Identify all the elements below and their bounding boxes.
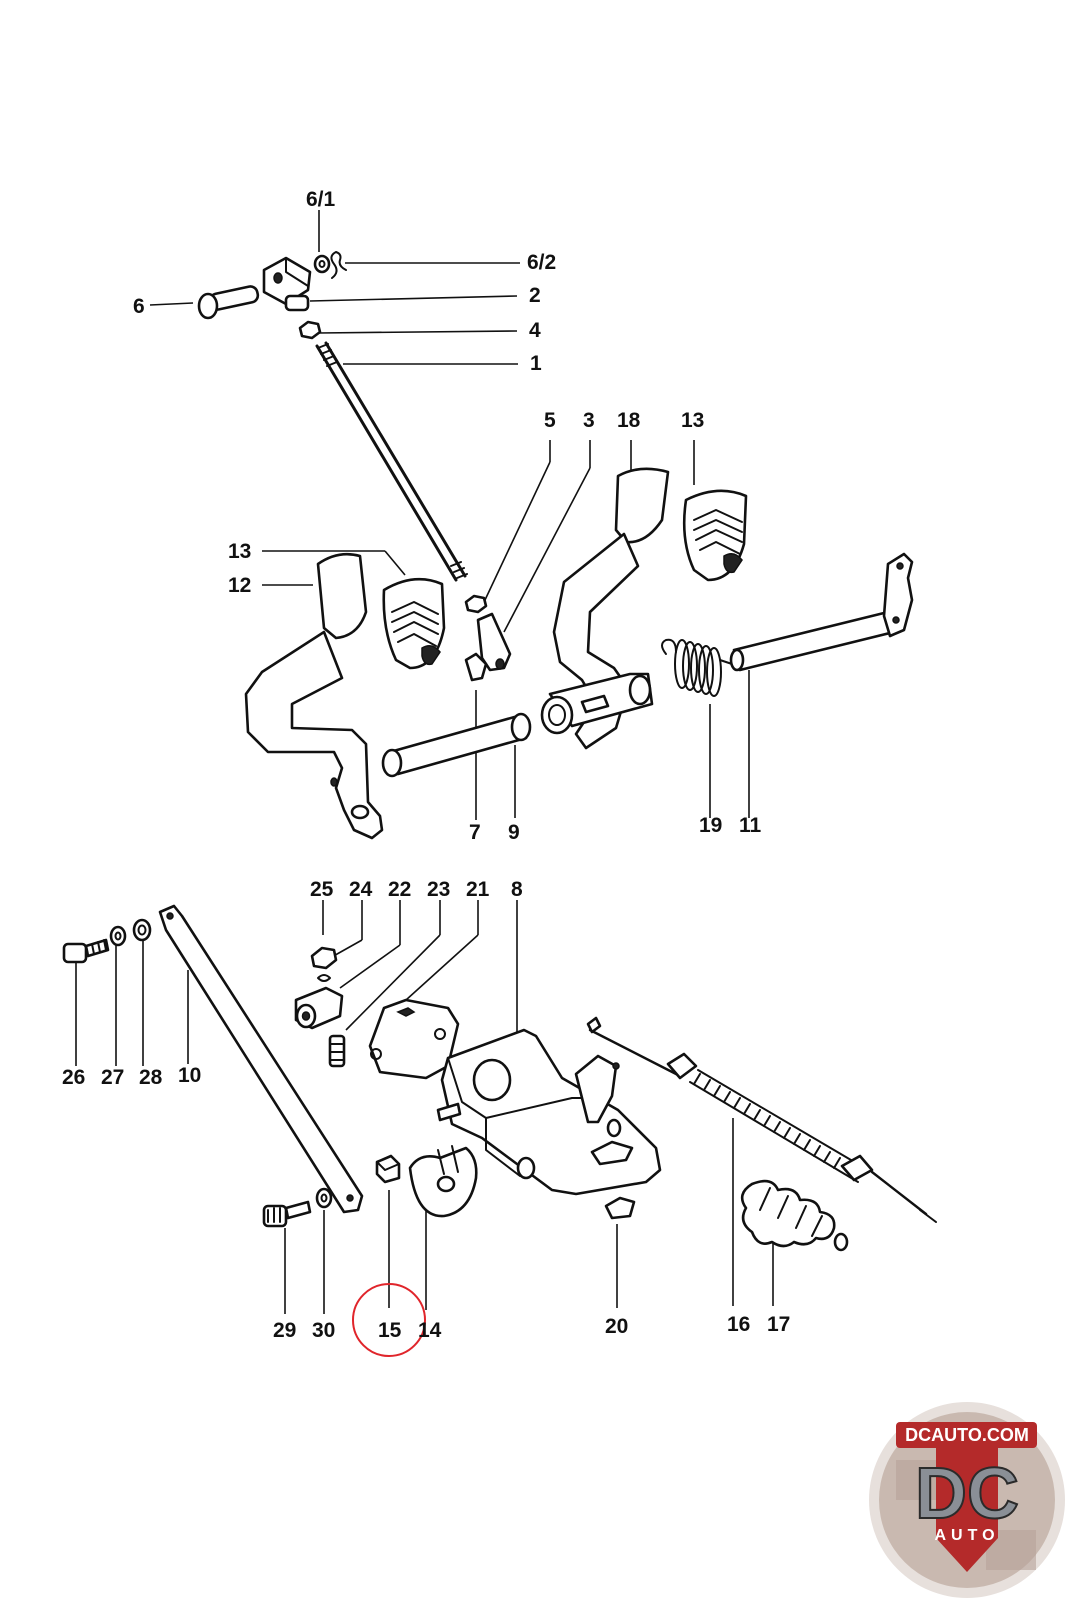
highlight-circle — [352, 1283, 426, 1357]
callout-13-right: 13 — [681, 409, 705, 432]
callout-14: 14 — [418, 1319, 442, 1342]
mounting-plate-21 — [368, 998, 460, 1080]
washer-28 — [132, 918, 152, 942]
callout-13-left: 13 — [228, 540, 252, 563]
callout-8: 8 — [511, 878, 523, 901]
callout-24: 24 — [349, 878, 373, 901]
rubber-boot-17 — [740, 1179, 849, 1252]
bolt-29 — [262, 1200, 312, 1228]
clevis-3 — [476, 612, 512, 672]
brake-pedal-18 — [540, 467, 670, 750]
callout-28: 28 — [139, 1066, 163, 1089]
callout-23: 23 — [427, 878, 451, 901]
support-bar-10 — [158, 904, 364, 1214]
callout-6-2: 6/2 — [527, 251, 557, 274]
clip-7 — [464, 652, 488, 682]
washer-6-1 — [313, 254, 331, 274]
clevis-pin-6 — [197, 285, 260, 320]
callout-26: 26 — [62, 1066, 86, 1089]
callout-16: 16 — [727, 1313, 751, 1336]
bump-stop-15 — [375, 1154, 401, 1184]
push-rod-1 — [315, 341, 468, 582]
callout-29: 29 — [273, 1319, 297, 1342]
pedal-pad-13-left — [382, 577, 446, 670]
callout-25: 25 — [310, 878, 334, 901]
cam-plate-14 — [408, 1145, 478, 1218]
pivot-tube-9 — [381, 712, 532, 778]
bolt-26 — [62, 938, 110, 964]
pedal-housing-8 — [436, 1028, 662, 1196]
callout-7: 7 — [469, 821, 481, 844]
svg-text:AUTO: AUTO — [934, 1527, 999, 1544]
throttle-cable-16 — [586, 1016, 937, 1223]
callout-10: 10 — [178, 1064, 202, 1087]
callout-20: 20 — [605, 1315, 629, 1338]
callout-18: 18 — [617, 409, 641, 432]
callout-6: 6 — [133, 295, 145, 318]
washer-27 — [109, 925, 127, 947]
clutch-pedal-12 — [244, 552, 384, 840]
dcauto-logo: DCAUTO.COM DC AUTO — [869, 1402, 1065, 1598]
pedal-pad-13-right — [682, 489, 748, 582]
callout-21: 21 — [466, 878, 490, 901]
nut-5 — [464, 594, 488, 614]
clevis-2 — [262, 256, 312, 312]
return-spring-19 — [661, 638, 733, 697]
part-24 — [317, 974, 331, 982]
callout-17: 17 — [767, 1313, 791, 1336]
callout-1: 1 — [530, 352, 542, 375]
leader-lines-upper — [149, 210, 750, 820]
washer-30 — [315, 1187, 333, 1209]
callout-4: 4 — [529, 319, 541, 342]
callout-5: 5 — [544, 409, 556, 432]
callout-12: 12 — [228, 574, 252, 597]
callout-3: 3 — [583, 409, 595, 432]
callout-22: 22 — [388, 878, 412, 901]
leader-lines-lower — [75, 900, 774, 1314]
clip-20 — [604, 1196, 636, 1220]
callout-19: 19 — [699, 814, 723, 837]
svg-text:DC: DC — [915, 1454, 1019, 1534]
callout-30: 30 — [312, 1319, 336, 1342]
callout-15: 15 — [378, 1319, 402, 1342]
pedal-shaft-11 — [729, 552, 914, 672]
callout-11: 11 — [739, 814, 762, 837]
nut-25 — [310, 946, 338, 970]
clevis-22 — [294, 986, 346, 1068]
clip-6-2 — [330, 251, 347, 279]
callout-9: 9 — [508, 821, 520, 844]
callout-2: 2 — [529, 284, 541, 307]
callout-6-1: 6/1 — [306, 188, 336, 211]
svg-text:DCAUTO.COM: DCAUTO.COM — [905, 1425, 1029, 1445]
nut-4 — [298, 320, 322, 340]
callout-27: 27 — [101, 1066, 125, 1089]
